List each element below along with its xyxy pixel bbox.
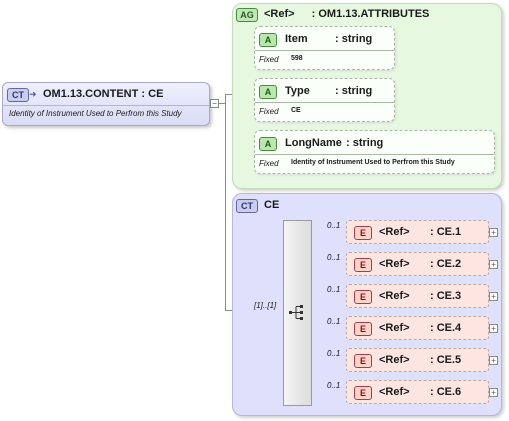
minus-icon[interactable]: − [210, 99, 219, 108]
fixed-label: Fixed [259, 159, 279, 168]
attribute-badge: A [259, 137, 277, 151]
attribute-group-name: : OM1.13.ATTRIBUTES [311, 8, 430, 20]
element-ref: <Ref> [379, 322, 410, 334]
attribute-divider [255, 102, 394, 103]
fixed-value: 598 [291, 55, 303, 62]
attribute-name: Type [285, 85, 310, 97]
element-name: : CE.5 [430, 354, 462, 366]
link-arrow-icon: ➜ [29, 89, 37, 99]
attribute-group-ref: <Ref> [264, 8, 295, 20]
element-occurrence: 0..1 [327, 349, 341, 358]
sequence-icon [289, 305, 303, 320]
attribute-item[interactable]: A Item : string Fixed 598 [254, 26, 395, 70]
plus-icon[interactable]: + [489, 388, 498, 397]
root-type: CE [148, 88, 164, 100]
element-ref: <Ref> [379, 290, 410, 302]
root-complex-type[interactable]: CT ➜ OM1.13.CONTENT : CE Identity of Ins… [2, 82, 210, 126]
plus-icon[interactable]: + [489, 356, 498, 365]
element-ce-4[interactable]: E <Ref> : CE.4 [346, 316, 489, 340]
element-ref: <Ref> [379, 258, 410, 270]
element-ce-3[interactable]: E <Ref> : CE.3 [346, 284, 489, 308]
element-occurrence: 0..1 [327, 221, 341, 230]
connector-root [218, 103, 226, 104]
fixed-value: CE [291, 107, 301, 114]
connector-trunk [225, 94, 226, 310]
element-occurrence: 0..1 [327, 285, 341, 294]
element-ce-6[interactable]: E <Ref> : CE.6 [346, 380, 489, 404]
attribute-name: LongName [285, 137, 342, 149]
element-ce-1[interactable]: E <Ref> : CE.1 [346, 220, 489, 244]
root-title: OM1.13.CONTENT : CE [43, 88, 163, 100]
plus-icon[interactable]: + [489, 228, 498, 237]
plus-icon[interactable]: + [489, 292, 498, 301]
element-ref: <Ref> [379, 354, 410, 366]
plus-icon[interactable]: + [489, 260, 498, 269]
element-badge: E [354, 386, 372, 400]
element-badge: E [354, 322, 372, 336]
fixed-label: Fixed [259, 107, 279, 116]
element-badge: E [354, 290, 372, 304]
attribute-type: : string [335, 33, 373, 45]
root-type-sep: : [141, 88, 149, 100]
root-name: OM1.13.CONTENT [43, 88, 139, 100]
root-documentation: Identity of Instrument Used to Perfrom t… [9, 109, 182, 118]
attribute-group-badge: AG [236, 8, 258, 22]
attribute-longname[interactable]: A LongName : string Fixed Identity of In… [254, 130, 495, 174]
root-header [3, 83, 209, 106]
complex-type-badge: CT [7, 88, 29, 102]
element-occurrence: 0..1 [327, 253, 341, 262]
attribute-name: Item [285, 33, 308, 45]
element-name: : CE.3 [430, 290, 462, 302]
fixed-value: Identity of Instrument Used to Perfrom t… [291, 159, 455, 166]
sequence-compositor[interactable] [283, 220, 312, 406]
sequence-occurrence: [1]..[1] [254, 301, 277, 310]
ce-title: CE [264, 199, 280, 211]
attribute-type: : string [346, 137, 384, 149]
fixed-label: Fixed [259, 55, 279, 64]
complex-type-badge: CT [236, 199, 258, 213]
element-name: : CE.6 [430, 386, 462, 398]
plus-icon[interactable]: + [489, 324, 498, 333]
element-badge: E [354, 226, 372, 240]
element-ref: <Ref> [379, 226, 410, 238]
attribute-divider [255, 154, 494, 155]
element-occurrence: 0..1 [327, 381, 341, 390]
element-name: : CE.1 [430, 226, 462, 238]
element-ce-2[interactable]: E <Ref> : CE.2 [346, 252, 489, 276]
element-name: : CE.4 [430, 322, 462, 334]
attribute-divider [255, 50, 394, 51]
element-badge: E [354, 354, 372, 368]
attribute-type: : string [335, 85, 373, 97]
connector-to-ag [225, 94, 233, 95]
attribute-type-attr[interactable]: A Type : string Fixed CE [254, 78, 395, 122]
attribute-group-title: <Ref> : OM1.13.ATTRIBUTES [264, 8, 429, 20]
attribute-badge: A [259, 85, 277, 99]
attribute-badge: A [259, 33, 277, 47]
element-occurrence: 0..1 [327, 317, 341, 326]
element-badge: E [354, 258, 372, 272]
element-ref: <Ref> [379, 386, 410, 398]
element-name: : CE.2 [430, 258, 462, 270]
element-ce-5[interactable]: E <Ref> : CE.5 [346, 348, 489, 372]
